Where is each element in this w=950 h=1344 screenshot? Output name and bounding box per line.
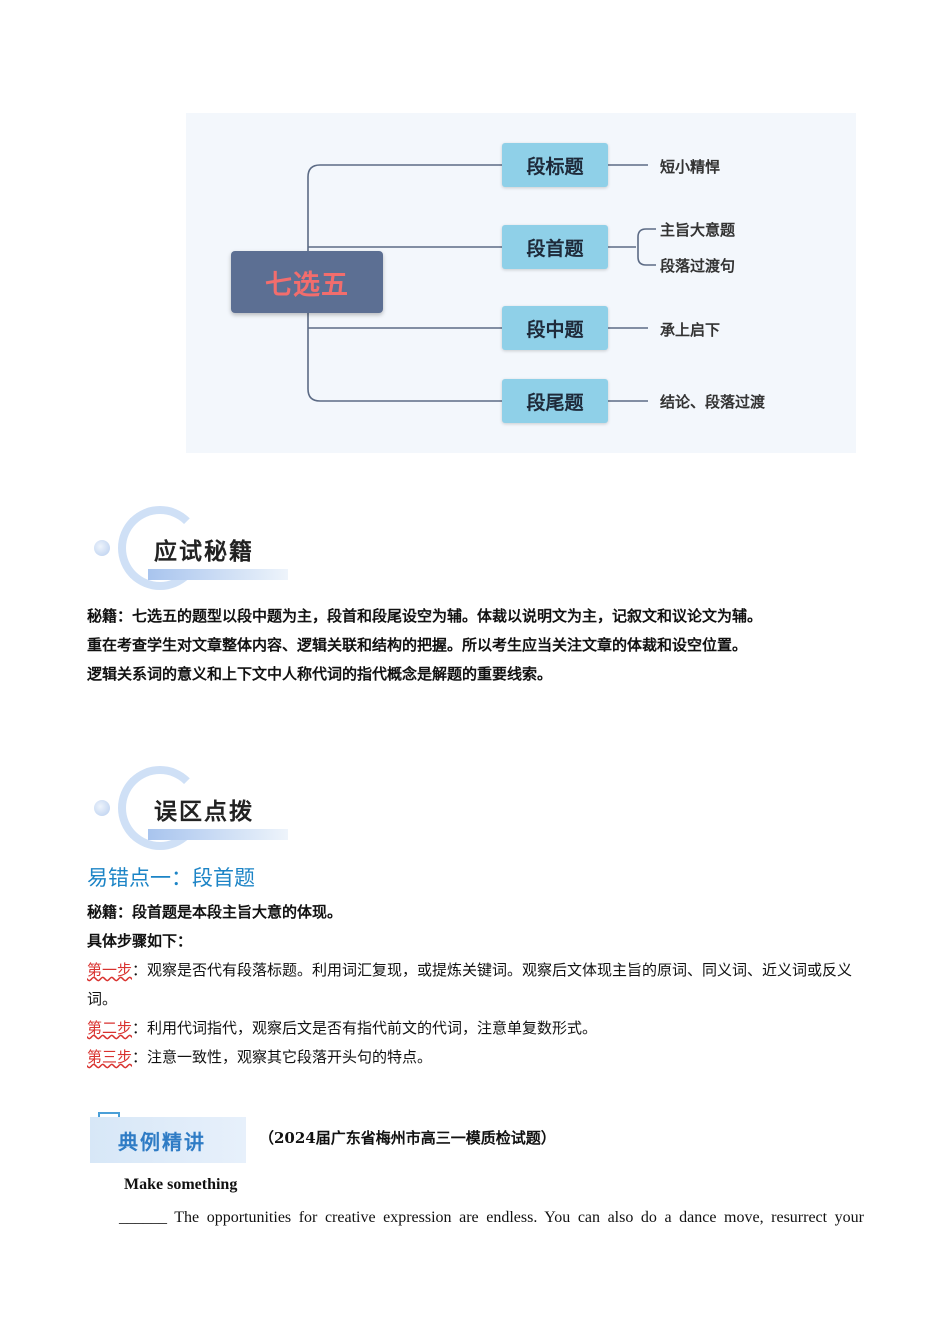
example-badge-label: 典例精讲	[90, 1117, 246, 1163]
answer-blank[interactable]: ______	[119, 1209, 167, 1226]
banner-bar-decoration	[148, 829, 288, 840]
example-source: （2024届广东省梅州市高三一模质检试题）	[259, 1129, 556, 1147]
passage-text: The opportunities for creative expressio…	[167, 1209, 864, 1226]
section-banner-pitfalls: 误区点拨	[90, 766, 290, 856]
step-text: ：观察是否代有段落标题。利用词汇复现，或提炼关键词。观察后文体现主旨的原词、同义…	[87, 961, 853, 1008]
tips-line: 逻辑关系词的意义和上下文中人称代词的指代概念是解题的重要线索。	[87, 665, 553, 683]
step-label: 第二步	[87, 1019, 133, 1037]
passage-body: ______ The opportunities for creative ex…	[119, 1205, 864, 1231]
banner-dot-decoration	[94, 800, 110, 816]
section-title: 误区点拨	[154, 799, 254, 825]
step-text: ：注意一致性，观察其它段落开头句的特点。	[132, 1048, 433, 1066]
mindmap-leaf: 主旨大意题	[660, 221, 736, 239]
step-label: 第一步	[87, 961, 133, 979]
mindmap-node-paragraph-title: 段标题	[502, 143, 608, 187]
steps-intro: 具体步骤如下：	[87, 932, 193, 950]
mindmap-leaf: 结论、段落过渡	[660, 393, 766, 411]
example-badge: 典例精讲	[90, 1112, 248, 1166]
pitfall-secret: 秘籍：段首题是本段主旨大意的体现。	[87, 903, 343, 921]
mindmap-node-paragraph-start: 段首题	[502, 225, 608, 269]
step-item: 第二步：利用代词指代，观察后文是否有指代前文的代词，注意单复数形式。	[87, 1014, 865, 1043]
pitfall-heading: 易错点一：段首题	[87, 866, 255, 890]
mindmap-node-paragraph-middle: 段中题	[502, 306, 608, 350]
tips-line: 秘籍：七选五的题型以段中题为主，段首和段尾设空为辅。体裁以说明文为主，记叙文和议…	[87, 607, 763, 625]
mindmap-leaf: 段落过渡句	[660, 257, 736, 275]
step-label: 第三步	[87, 1048, 133, 1066]
banner-bar-decoration	[148, 569, 288, 580]
tips-line: 重在考查学生对文章整体内容、逻辑关联和结构的把握。所以考生应当关注文章的体裁和设…	[87, 636, 748, 654]
step-item: 第三步：注意一致性，观察其它段落开头句的特点。	[87, 1043, 865, 1072]
mindmap-node-paragraph-end: 段尾题	[502, 379, 608, 423]
banner-ring-decoration	[118, 506, 202, 590]
banner-dot-decoration	[94, 540, 110, 556]
section-banner-tips: 应试秘籍	[90, 506, 290, 596]
step-text: ：利用代词指代，观察后文是否有指代前文的代词，注意单复数形式。	[132, 1019, 598, 1037]
passage-title: Make something	[124, 1176, 238, 1193]
section-title: 应试秘籍	[154, 539, 254, 565]
mindmap-leaf: 短小精悍	[660, 158, 721, 176]
mindmap-leaf: 承上启下	[660, 321, 721, 339]
banner-ring-decoration	[118, 766, 202, 850]
mindmap-root: 七选五	[231, 251, 383, 313]
step-item: 第一步：观察是否代有段落标题。利用词汇复现，或提炼关键词。观察后文体现主旨的原词…	[87, 956, 865, 1014]
mindmap-diagram: 七选五 段标题 段首题 段中题 段尾题 短小精悍 主旨大意题 段落过渡句 承上启…	[186, 113, 856, 453]
